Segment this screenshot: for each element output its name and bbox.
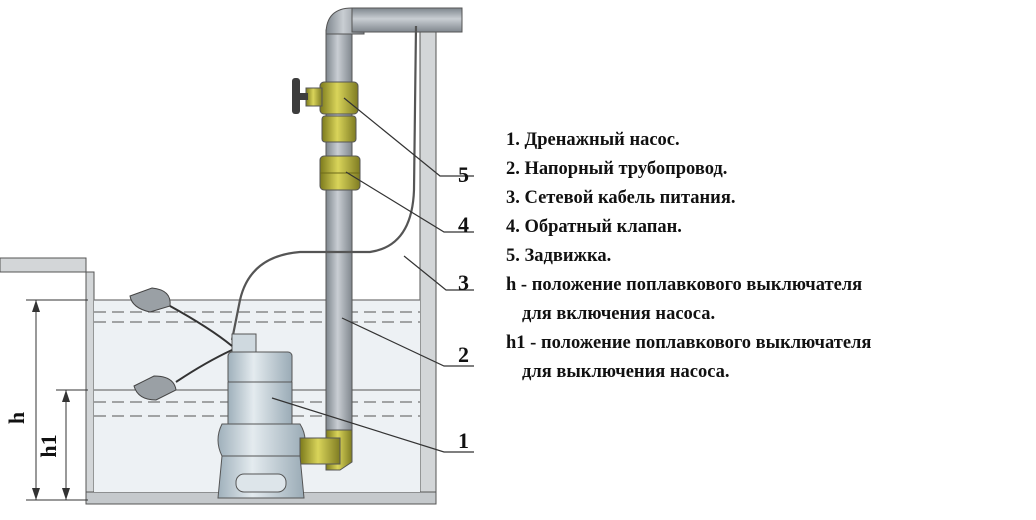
legend-item-2: 2. Напорный трубопровод.: [506, 159, 728, 179]
label-h: h: [4, 412, 29, 424]
leader-3: [403, 255, 474, 291]
leader-2: [341, 317, 474, 367]
leaders: [271, 97, 474, 453]
callout-2: 2: [458, 342, 469, 367]
label-h1: h1: [36, 434, 61, 457]
dimension-h1: h1: [36, 389, 88, 500]
callout-3: 3: [458, 270, 469, 295]
legend-item-5: 5. Задвижка.: [506, 246, 612, 266]
legend-item-3: 3. Сетевой кабель питания.: [506, 188, 736, 208]
float-switch-lower: [133, 349, 233, 401]
power-cable: [230, 25, 418, 341]
leader-4: [345, 171, 474, 233]
callout-4: 4: [458, 212, 469, 237]
check-valve: [319, 155, 361, 191]
drainage-pump: [217, 333, 341, 499]
legend-item-4: 4. Обратный клапан.: [506, 217, 682, 237]
legend: 1. Дренажный насос. 2. Напорный трубопро…: [506, 126, 1026, 387]
float-switch-upper: [129, 287, 233, 347]
callout-5: 5: [458, 162, 469, 187]
gate-valve: [292, 78, 359, 143]
leader-5: [343, 97, 474, 177]
leader-1: [271, 397, 474, 453]
dimension-h: h: [4, 299, 88, 501]
callout-1: 1: [458, 428, 469, 453]
legend-item-1: 1. Дренажный насос.: [506, 130, 680, 150]
